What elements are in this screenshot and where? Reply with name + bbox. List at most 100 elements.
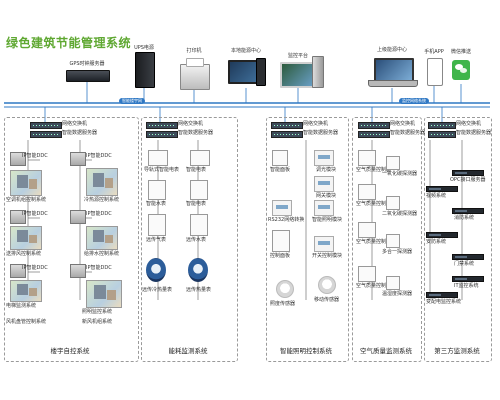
wechat-label: 微信推送 bbox=[450, 49, 472, 55]
ddc-controller bbox=[10, 152, 26, 166]
panel-third bbox=[424, 117, 492, 362]
security-system-icon bbox=[426, 232, 458, 238]
energy-item-5: 远传气表 bbox=[146, 237, 167, 243]
lighting-data-server bbox=[271, 131, 303, 138]
energy-item-8: 远传热量表 bbox=[186, 287, 212, 293]
third-data-server bbox=[428, 131, 456, 138]
air-handling-unit-image bbox=[10, 170, 42, 196]
building-item-5: 电梯监测系统 bbox=[6, 303, 37, 309]
air-controller-icon bbox=[358, 184, 376, 200]
ddc-controller bbox=[70, 210, 86, 224]
section-drop-lines bbox=[44, 107, 443, 122]
multi-detector-icon bbox=[386, 234, 400, 248]
third-network-switch bbox=[428, 122, 456, 129]
ddc-controller bbox=[70, 264, 86, 278]
remote-monitor-center-label: 上级能源中心 bbox=[376, 47, 408, 53]
building-item-4: 给排水控制系统 bbox=[84, 251, 120, 257]
access-control-icon bbox=[452, 254, 484, 260]
air-item-4: 二氧化碳探测器 bbox=[382, 211, 418, 217]
energy-data-server bbox=[146, 131, 178, 138]
lighting-switch-label: 网络交换机 bbox=[303, 121, 329, 127]
laptop-base bbox=[368, 80, 418, 87]
third-item-4: 安防系统 bbox=[426, 239, 447, 245]
lighting-item-5: RS232网络转换 bbox=[268, 217, 305, 223]
lighting-item-9: 控制面板 bbox=[270, 253, 291, 259]
water-meter-icon bbox=[148, 180, 166, 200]
gas-meter-icon bbox=[148, 214, 166, 236]
energy-item-3: 智能水表 bbox=[146, 201, 167, 207]
smart-meter-icon bbox=[190, 180, 208, 200]
air-controller-icon bbox=[358, 150, 376, 166]
power-distribution-icon bbox=[426, 292, 458, 298]
building-server-label: 智能数据服务器 bbox=[62, 130, 98, 136]
video-system-icon bbox=[426, 186, 458, 192]
ddc-controller bbox=[70, 152, 86, 166]
opc-server-icon bbox=[452, 170, 484, 176]
local-monitor-center-label: 本地能源中心 bbox=[230, 48, 262, 54]
rs232-converter-icon bbox=[272, 200, 292, 216]
lighting-server-label: 智能数据服务器 bbox=[303, 130, 339, 136]
air-item-8: 温湿度探测器 bbox=[382, 291, 413, 297]
mobile-app-icon bbox=[427, 58, 443, 86]
local-monitor-tower bbox=[256, 58, 266, 86]
mobile-app-label: 手机APP bbox=[424, 49, 444, 55]
monitor-platform-tower bbox=[312, 56, 324, 88]
energy-server-label: 智能数据服务器 bbox=[178, 130, 214, 136]
air-item-5: 空气质量控制器 bbox=[356, 239, 392, 245]
third-server-label: 智能数据服务器 bbox=[456, 130, 492, 136]
heat-meter-icon bbox=[188, 258, 208, 282]
fan-coil-image bbox=[86, 280, 122, 308]
energy-switch-label: 网络交换机 bbox=[178, 121, 204, 127]
air-item-6: 多合一探测器 bbox=[382, 249, 413, 255]
air-switch-label: 网络交换机 bbox=[390, 121, 416, 127]
section-title-energy: 能耗监测系统 bbox=[168, 347, 208, 355]
energy-item-4: 智能电表 bbox=[186, 201, 207, 207]
lighting-item-8: 移动传感器 bbox=[314, 297, 340, 303]
lighting-item-3: 网关模块 bbox=[316, 193, 337, 199]
wechat-bubble-2 bbox=[460, 68, 467, 73]
panel-energy bbox=[141, 117, 238, 362]
building-item-7: 风机盘管控制系统 bbox=[6, 319, 47, 325]
ddc-label-3: IP智能DDC bbox=[22, 211, 48, 217]
panel-building bbox=[4, 117, 139, 362]
gps-server-icon bbox=[66, 70, 110, 82]
heat-meter-icon bbox=[146, 258, 166, 282]
lighting-item-2: 调光模块 bbox=[316, 167, 337, 173]
monitor-platform-icon bbox=[280, 62, 316, 88]
building-item-1: 空调机组控制系统 bbox=[6, 197, 47, 203]
co2-detector-icon bbox=[386, 196, 400, 210]
ddc-controller bbox=[10, 264, 26, 278]
water-meter-icon bbox=[190, 214, 208, 236]
air-controller-icon bbox=[358, 222, 376, 238]
ddc-label-1: IP智能DDC bbox=[22, 153, 48, 159]
air-item-7: 空气质量控制器 bbox=[356, 283, 392, 289]
ddc-label-2: IP智能DDC bbox=[86, 153, 112, 159]
section-title-lighting: 智能照明控制系统 bbox=[280, 347, 332, 355]
lighting-system-image bbox=[10, 280, 42, 302]
ups-power-label: UPS电源 bbox=[134, 45, 154, 51]
air-item-1: 空气质量控制器 bbox=[356, 167, 392, 173]
building-network-switch bbox=[30, 122, 62, 129]
lighting-item-1: 智能面板 bbox=[270, 167, 291, 173]
panel-lighting bbox=[266, 117, 349, 362]
lighting-item-7: 照度传感器 bbox=[270, 301, 296, 307]
air-item-2: 一氧化碳探测器 bbox=[382, 171, 418, 177]
temp-humidity-detector-icon bbox=[386, 276, 400, 290]
third-item-1: OPC接口服务器 bbox=[450, 177, 486, 183]
dimming-module-icon bbox=[314, 150, 334, 166]
energy-item-1: 导轨式智能电表 bbox=[144, 167, 180, 173]
network-tag-right: 监控网络系统 bbox=[399, 98, 429, 104]
illuminance-sensor-icon bbox=[276, 280, 294, 298]
building-item-8: 新风机组系统 bbox=[82, 319, 113, 325]
network-tag-left: 智能楼宇网 bbox=[119, 98, 145, 104]
ddc-label-5: IP智能DDC bbox=[22, 265, 48, 271]
building-switch-label: 网络交换机 bbox=[62, 121, 88, 127]
ventilation-image bbox=[10, 226, 42, 250]
ddc-label-6: IP智能DDC bbox=[86, 265, 112, 271]
motion-sensor-icon bbox=[318, 276, 336, 294]
water-supply-image bbox=[86, 226, 118, 250]
energy-item-7: 远传冷热量表 bbox=[142, 287, 173, 293]
monitor-platform-label: 监控平台 bbox=[287, 53, 309, 59]
gateway-module-icon bbox=[314, 176, 334, 192]
section-title-building: 楼宇自控系统 bbox=[50, 347, 90, 355]
